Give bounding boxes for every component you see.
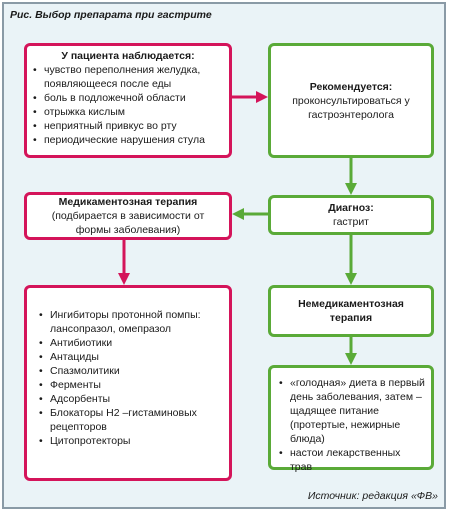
list-item: чувство переполнения желудка, появляющее… — [33, 63, 223, 91]
nondrug-list: «голодная» диета в первый день заболеван… — [279, 376, 425, 474]
drug-list-box: Ингибиторы протонной помпы: лансопразол,… — [24, 285, 232, 481]
figure-source: Источник: редакция «ФВ» — [307, 490, 438, 502]
list-item: Блокаторы Н2 –гистаминовых рецепторов — [39, 406, 223, 434]
drug-therapy-heading: Медикаментозная терапия — [58, 196, 198, 208]
list-item: Антибиотики — [39, 336, 223, 350]
diagnosis-box: Диагноз: гастрит — [268, 195, 434, 235]
nondrug-list-box: «голодная» диета в первый день заболеван… — [268, 365, 434, 473]
diagnosis-heading: Диагноз: — [328, 202, 374, 214]
patient-symptoms-box: У пациента наблюдается: чувство переполн… — [24, 43, 232, 158]
recommendation-heading: Рекомендуется: — [309, 80, 393, 93]
nondrug-therapy-box: Немедикаментозная терапия — [268, 285, 434, 337]
list-item: Цитопротекторы — [39, 434, 223, 448]
list-item: периодические нарушения стула — [33, 133, 223, 147]
patient-heading: У пациента наблюдается: — [61, 50, 195, 62]
recommendation-text: проконсультироваться у гастроэнтеролога — [292, 94, 410, 121]
drug-therapy-text: (подбирается в зависимости от формы забо… — [51, 210, 205, 236]
drug-list: Ингибиторы протонной помпы: лансопразол,… — [39, 308, 223, 448]
diagnosis-text: гастрит — [332, 216, 369, 228]
figure-title: Рис. Выбор препарата при гастрите — [10, 9, 212, 21]
list-item: Ферменты — [39, 378, 223, 392]
drug-therapy-box: Медикаментозная терапия (подбирается в з… — [24, 192, 232, 240]
list-item: Спазмолитики — [39, 364, 223, 378]
list-item: Адсорбенты — [39, 392, 223, 406]
list-item: неприятный привкус во рту — [33, 119, 223, 133]
list-item: Ингибиторы протонной помпы: лансопразол,… — [39, 308, 223, 336]
nondrug-therapy-heading: Немедикаментозная терапия — [298, 298, 404, 324]
list-item: боль в подложечной области — [33, 91, 223, 105]
patient-symptom-list: чувство переполнения желудка, появляющее… — [33, 63, 223, 147]
list-item: настои лекарственных трав — [279, 446, 425, 474]
recommendation-box: Рекомендуется: проконсультироваться у га… — [268, 43, 434, 158]
list-item: Антациды — [39, 350, 223, 364]
list-item: отрыжка кислым — [33, 105, 223, 119]
list-item: «голодная» диета в первый день заболеван… — [279, 376, 425, 446]
